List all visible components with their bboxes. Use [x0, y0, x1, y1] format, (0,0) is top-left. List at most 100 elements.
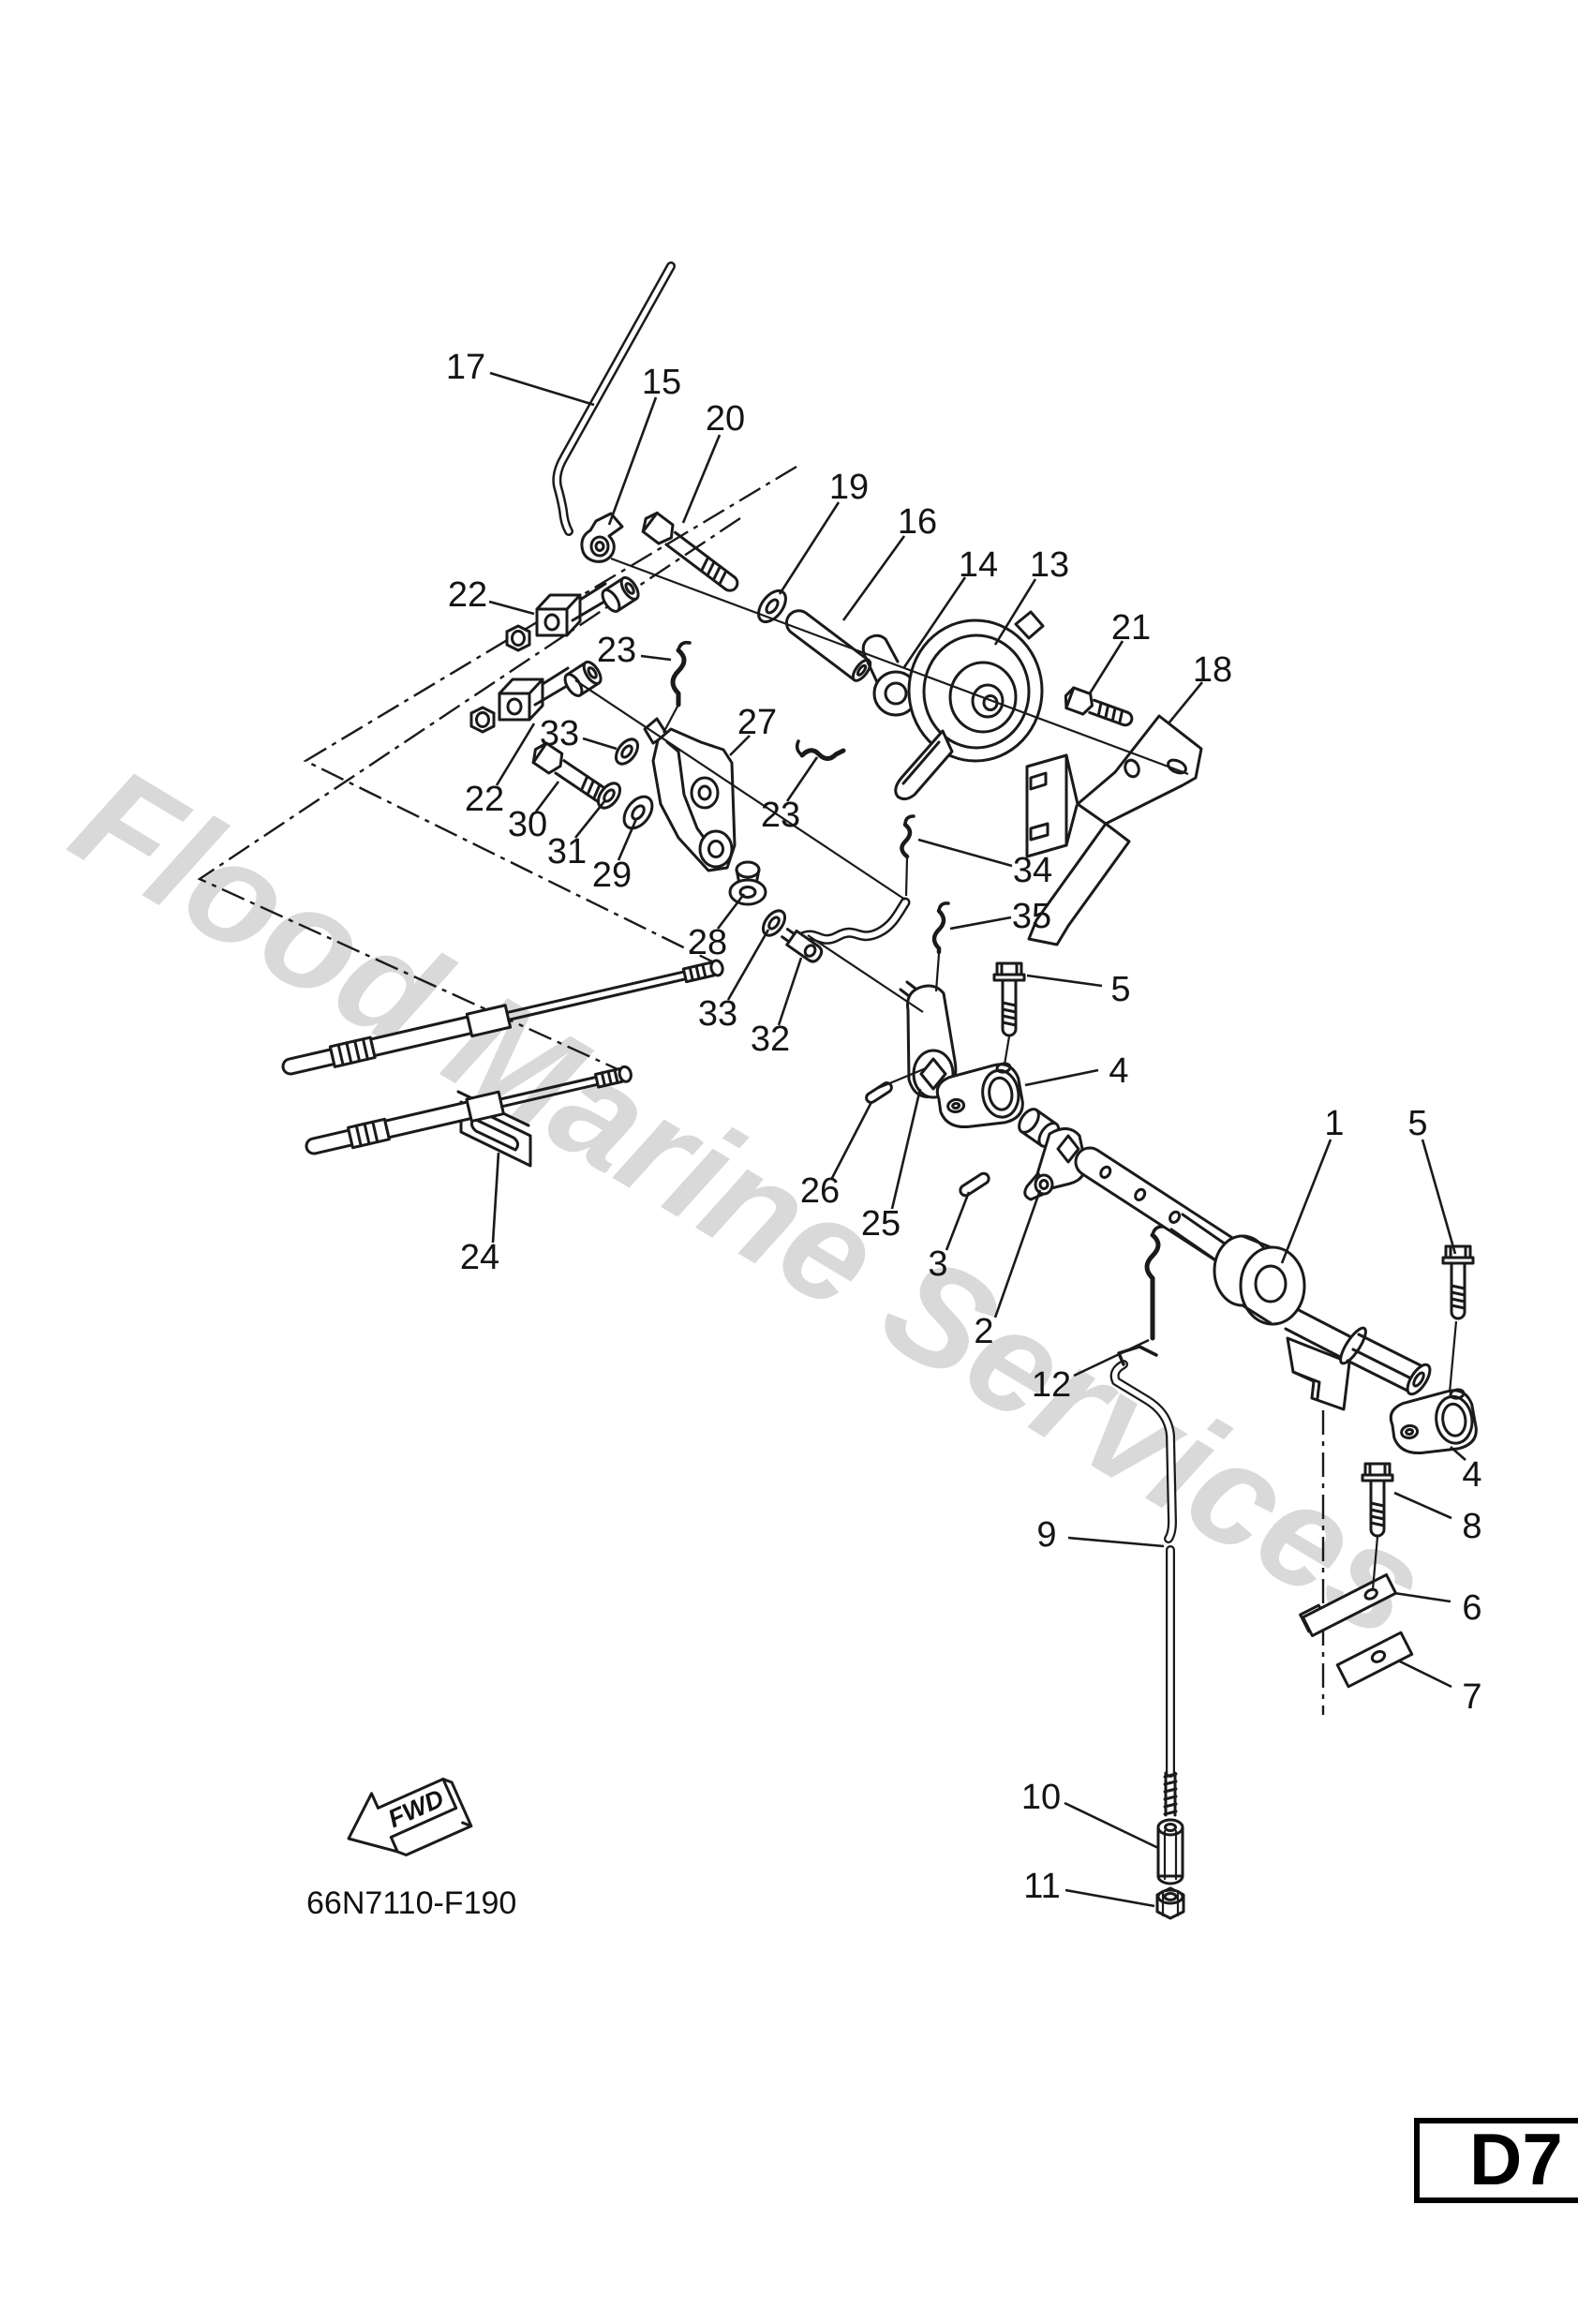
- part-33-washer-b: [761, 909, 787, 937]
- part-label-26: 26: [800, 1171, 840, 1211]
- part-label-5: 5: [1407, 1104, 1427, 1143]
- page-ref-box: D7: [1414, 2118, 1578, 2203]
- part-19-washer: [757, 588, 787, 624]
- part-label-25: 25: [861, 1204, 901, 1244]
- leader-line-16: [841, 535, 906, 621]
- part-label-27: 27: [737, 703, 777, 742]
- leader-line-25: [890, 1088, 922, 1210]
- part-label-5: 5: [1110, 970, 1130, 1009]
- part-label-1: 1: [1324, 1104, 1344, 1143]
- leader-line-35: [949, 916, 1012, 931]
- part-label-9: 9: [1036, 1515, 1056, 1555]
- part-label-28: 28: [688, 923, 727, 962]
- part-label-31: 31: [547, 832, 587, 872]
- part-label-24: 24: [460, 1238, 499, 1277]
- leader-line-13: [993, 578, 1037, 646]
- leader-line-29: [617, 818, 638, 861]
- leader-line-7: [1397, 1659, 1452, 1689]
- part-13-cam: [894, 610, 1045, 801]
- leader-line-1: [1280, 1139, 1332, 1264]
- leader-line-15: [607, 396, 658, 526]
- part-label-32: 32: [751, 1020, 790, 1059]
- part-label-11: 11: [1023, 1867, 1060, 1906]
- leader-line-30: [534, 781, 560, 812]
- part-34-pin: [900, 814, 916, 859]
- part-label-23: 23: [597, 631, 636, 670]
- part-label-13: 13: [1030, 545, 1069, 585]
- part-18-bracket: [1025, 714, 1203, 946]
- leader-line-28: [716, 893, 746, 930]
- leader-line-2: [993, 1189, 1042, 1318]
- part-23-pin-b: [795, 739, 846, 761]
- part-label-4: 4: [1109, 1051, 1128, 1091]
- part-label-22: 22: [448, 575, 487, 615]
- fwd-arrow: FWD: [347, 1777, 473, 1857]
- part-label-22: 22: [465, 780, 504, 819]
- part-33-washer-a: [614, 737, 640, 766]
- part-29-washer: [622, 795, 654, 830]
- part-11-nut: [1155, 1886, 1185, 1920]
- leader-line-4: [1024, 1068, 1099, 1087]
- part-25-lever: [899, 980, 958, 1099]
- part-3-pin: [959, 1171, 990, 1198]
- leader-line-33: [726, 929, 770, 1001]
- part-label-8: 8: [1462, 1507, 1481, 1546]
- part-35-pin: [931, 901, 950, 955]
- part-5-bolt-b: [1441, 1244, 1475, 1320]
- part-4-clamp-b: [1386, 1386, 1481, 1459]
- part-label-18: 18: [1193, 650, 1232, 690]
- cable-upper: [281, 959, 724, 1076]
- leader-line-27: [729, 735, 751, 756]
- part-22-nut-a: [505, 624, 531, 652]
- part-5-bolt-a: [992, 961, 1026, 1037]
- part-1-shaft: [1074, 1146, 1432, 1411]
- leader-line-5: [1026, 974, 1103, 988]
- part-12-pin: [1144, 1225, 1166, 1341]
- part-14-link: [861, 633, 919, 717]
- part-label-33: 33: [540, 714, 579, 753]
- leader-line-11: [1064, 1888, 1155, 1908]
- part-28-grommet: [728, 860, 767, 906]
- leader-line-6: [1393, 1591, 1451, 1603]
- leader-line-21: [1088, 640, 1124, 694]
- part-label-4: 4: [1462, 1455, 1481, 1495]
- diagram-code: 66N7110-F190: [306, 1885, 516, 1921]
- leader-line-3: [945, 1191, 971, 1251]
- centerlines: [197, 465, 1325, 1715]
- leader-line-20: [681, 434, 722, 524]
- leader-line-5: [1421, 1139, 1457, 1255]
- assembly-lines: [574, 557, 1458, 1590]
- part-16-spacer: [784, 609, 872, 682]
- part-20-bolt: [641, 511, 739, 592]
- part-link-rod: [793, 897, 911, 945]
- part-17-rod: [552, 261, 676, 536]
- part-label-34: 34: [1013, 851, 1052, 890]
- leader-line-24: [491, 1152, 500, 1244]
- part-label-2: 2: [974, 1312, 993, 1351]
- leader-line-19: [778, 501, 841, 595]
- part-label-16: 16: [898, 502, 937, 542]
- page-ref-label: D7: [1469, 2118, 1563, 2200]
- part-label-21: 21: [1111, 608, 1151, 648]
- part-9-rod: [1109, 1345, 1178, 1817]
- part-label-19: 19: [829, 468, 869, 507]
- leader-line-23: [640, 654, 672, 662]
- leader-line-12: [1073, 1338, 1150, 1378]
- leader-line-22: [495, 723, 536, 786]
- part-label-29: 29: [592, 856, 632, 895]
- leader-line-23: [785, 756, 819, 802]
- leader-line-9: [1067, 1536, 1165, 1548]
- part-10-spacer: [1156, 1818, 1184, 1885]
- leader-line-34: [917, 838, 1013, 868]
- part-label-17: 17: [446, 348, 485, 387]
- part-label-10: 10: [1021, 1778, 1061, 1817]
- part-6-plate: [1299, 1572, 1398, 1638]
- leader-line-14: [902, 576, 967, 668]
- part-27-bracket: [643, 717, 737, 872]
- leader-lines: [488, 371, 1466, 1908]
- leader-line-4: [1450, 1446, 1466, 1461]
- part-label-33: 33: [698, 994, 737, 1034]
- part-22-joint-b: [498, 660, 603, 722]
